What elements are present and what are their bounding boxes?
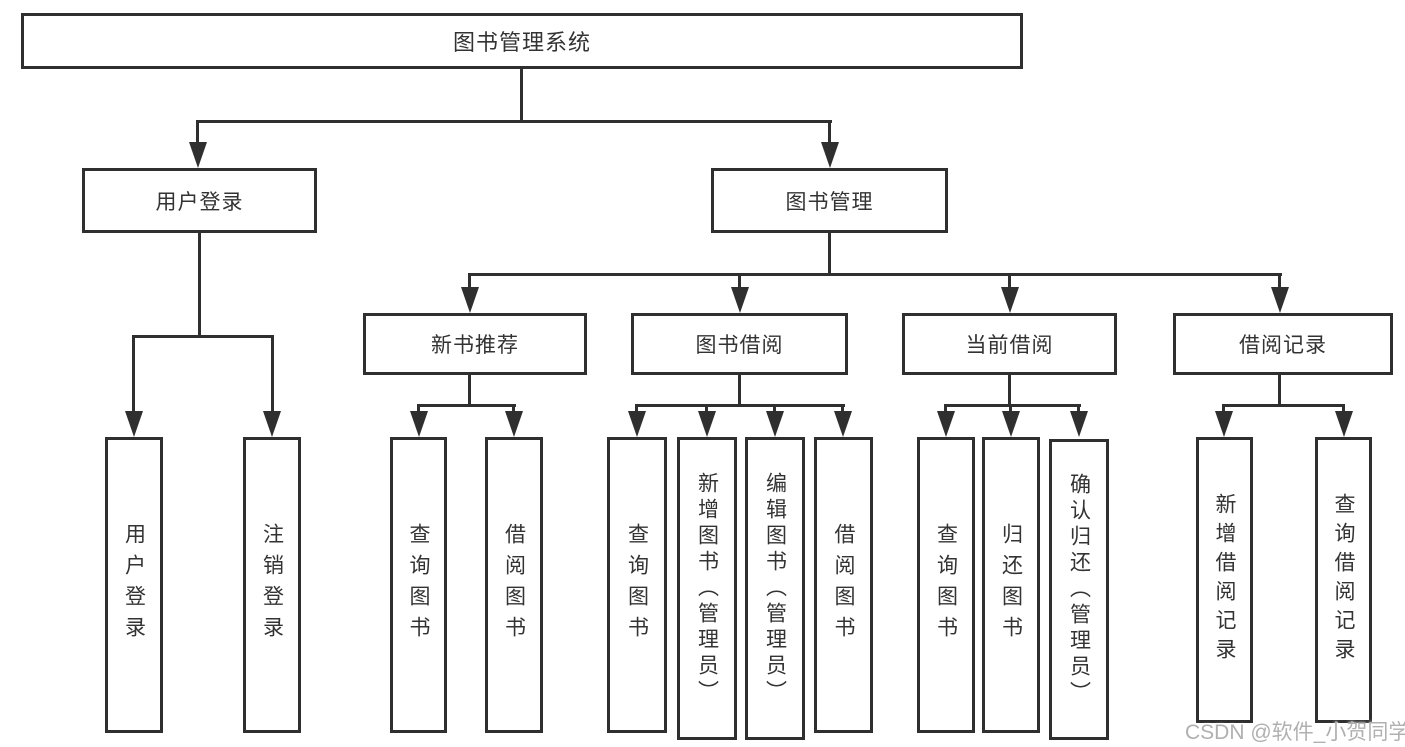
connector-line bbox=[468, 273, 471, 291]
connector-line bbox=[520, 69, 523, 122]
connector-line bbox=[1278, 375, 1281, 406]
node-bb-add-books-admin: 新增图书（管理员） bbox=[677, 437, 737, 740]
node-new-book-recommend-label: 新书推荐 bbox=[431, 334, 519, 357]
connector-arrowhead bbox=[698, 411, 716, 437]
connector-arrowhead bbox=[189, 142, 207, 168]
connector-line bbox=[1009, 404, 1012, 416]
node-br-add-record: 新增借阅记录 bbox=[1196, 437, 1253, 723]
connector-line bbox=[132, 335, 135, 415]
connector-arrowhead bbox=[263, 411, 281, 437]
connector-line bbox=[132, 335, 274, 338]
connector-arrowhead bbox=[125, 411, 143, 437]
node-current-borrowing-label: 当前借阅 bbox=[965, 334, 1054, 357]
connector-arrowhead bbox=[1070, 411, 1088, 437]
node-book-management-label: 图书管理 bbox=[785, 190, 874, 214]
node-book-borrowing: 图书借阅 bbox=[631, 313, 848, 375]
connector-arrowhead bbox=[1335, 411, 1353, 437]
connector-arrowhead bbox=[505, 411, 523, 437]
node-nbr-query-books-label: 查询图书 bbox=[407, 523, 430, 647]
connector-line bbox=[468, 375, 471, 407]
node-book-management: 图书管理 bbox=[711, 168, 948, 233]
node-br-add-record-label: 新增借阅记录 bbox=[1213, 493, 1236, 667]
connector-line bbox=[196, 120, 832, 123]
connector-line bbox=[738, 273, 741, 291]
watermark: CSDN @软件_小贺同学 bbox=[1185, 721, 1405, 744]
node-nbr-query-books: 查询图书 bbox=[390, 437, 447, 733]
connector-arrowhead bbox=[410, 411, 428, 437]
node-bb-borrow-books: 借阅图书 bbox=[814, 437, 873, 733]
connector-line bbox=[841, 404, 844, 416]
node-cb-query-books-label: 查询图书 bbox=[934, 523, 958, 647]
connector-arrowhead bbox=[937, 411, 955, 437]
connector-line bbox=[1278, 273, 1281, 291]
node-logout-leaf: 注销登录 bbox=[243, 437, 301, 733]
node-bb-edit-books-admin-label: 编辑图书（管理员） bbox=[763, 471, 787, 706]
connector-line bbox=[1008, 273, 1011, 291]
connector-arrowhead bbox=[461, 287, 479, 313]
node-bb-query-books-label: 查询图书 bbox=[625, 523, 649, 647]
node-br-query-record: 查询借阅记录 bbox=[1315, 437, 1372, 723]
connector-line bbox=[271, 335, 274, 415]
connector-arrowhead bbox=[1271, 287, 1289, 313]
connector-line bbox=[635, 404, 845, 407]
node-root: 图书管理系统 bbox=[21, 13, 1023, 69]
connector-line bbox=[944, 404, 947, 416]
node-user-login-leaf-label: 用户登录 bbox=[122, 523, 146, 647]
node-user-login-label: 用户登录 bbox=[155, 190, 244, 214]
node-bb-query-books: 查询图书 bbox=[607, 437, 667, 733]
connector-arrowhead bbox=[766, 411, 784, 437]
node-borrowing-records: 借阅记录 bbox=[1173, 313, 1393, 375]
node-nbr-borrow-books: 借阅图书 bbox=[485, 437, 543, 733]
connector-line bbox=[512, 404, 515, 416]
connector-line bbox=[417, 404, 420, 416]
node-new-book-recommend: 新书推荐 bbox=[363, 313, 587, 375]
node-borrowing-records-label: 借阅记录 bbox=[1239, 334, 1327, 357]
node-cb-confirm-return-admin: 确认归还（管理员） bbox=[1049, 439, 1109, 740]
node-br-query-record-label: 查询借阅记录 bbox=[1332, 493, 1355, 667]
node-logout-leaf-label: 注销登录 bbox=[260, 523, 284, 647]
node-nbr-borrow-books-label: 借阅图书 bbox=[502, 523, 526, 647]
connector-line bbox=[738, 375, 741, 407]
node-bb-edit-books-admin: 编辑图书（管理员） bbox=[745, 437, 805, 740]
node-cb-return-books-label: 归还图书 bbox=[999, 523, 1023, 647]
connector-arrowhead bbox=[1215, 411, 1233, 437]
connector-arrowhead bbox=[821, 142, 839, 168]
connector-arrowhead bbox=[1002, 411, 1020, 437]
connector-line bbox=[1342, 404, 1345, 416]
node-cb-return-books: 归还图书 bbox=[982, 437, 1040, 733]
node-bb-add-books-admin-label: 新增图书（管理员） bbox=[695, 471, 719, 706]
node-bb-borrow-books-label: 借阅图书 bbox=[832, 523, 855, 647]
node-user-login-leaf: 用户登录 bbox=[105, 437, 163, 733]
connector-line bbox=[828, 120, 831, 148]
connector-arrowhead bbox=[1001, 287, 1019, 313]
connector-line bbox=[1077, 404, 1080, 416]
connector-arrowhead bbox=[731, 287, 749, 313]
connector-line bbox=[828, 233, 831, 276]
connector-line bbox=[1222, 404, 1225, 416]
node-cb-query-books: 查询图书 bbox=[917, 437, 975, 733]
connector-line bbox=[196, 120, 199, 148]
connector-line bbox=[635, 404, 638, 416]
connector-line bbox=[1222, 404, 1345, 407]
connector-arrowhead bbox=[834, 411, 852, 437]
connector-line bbox=[944, 404, 1081, 407]
connector-line bbox=[198, 233, 201, 337]
connector-line bbox=[1008, 375, 1011, 407]
node-book-borrowing-label: 图书借阅 bbox=[695, 334, 784, 357]
connector-line bbox=[468, 273, 1282, 276]
connector-line bbox=[417, 404, 516, 407]
connector-line bbox=[773, 404, 776, 416]
node-user-login: 用户登录 bbox=[82, 168, 317, 233]
connector-line bbox=[705, 404, 708, 416]
node-current-borrowing: 当前借阅 bbox=[902, 313, 1117, 375]
node-root-label: 图书管理系统 bbox=[452, 30, 591, 55]
connector-arrowhead bbox=[628, 411, 646, 437]
node-cb-confirm-return-admin-label: 确认归还（管理员） bbox=[1067, 472, 1091, 707]
